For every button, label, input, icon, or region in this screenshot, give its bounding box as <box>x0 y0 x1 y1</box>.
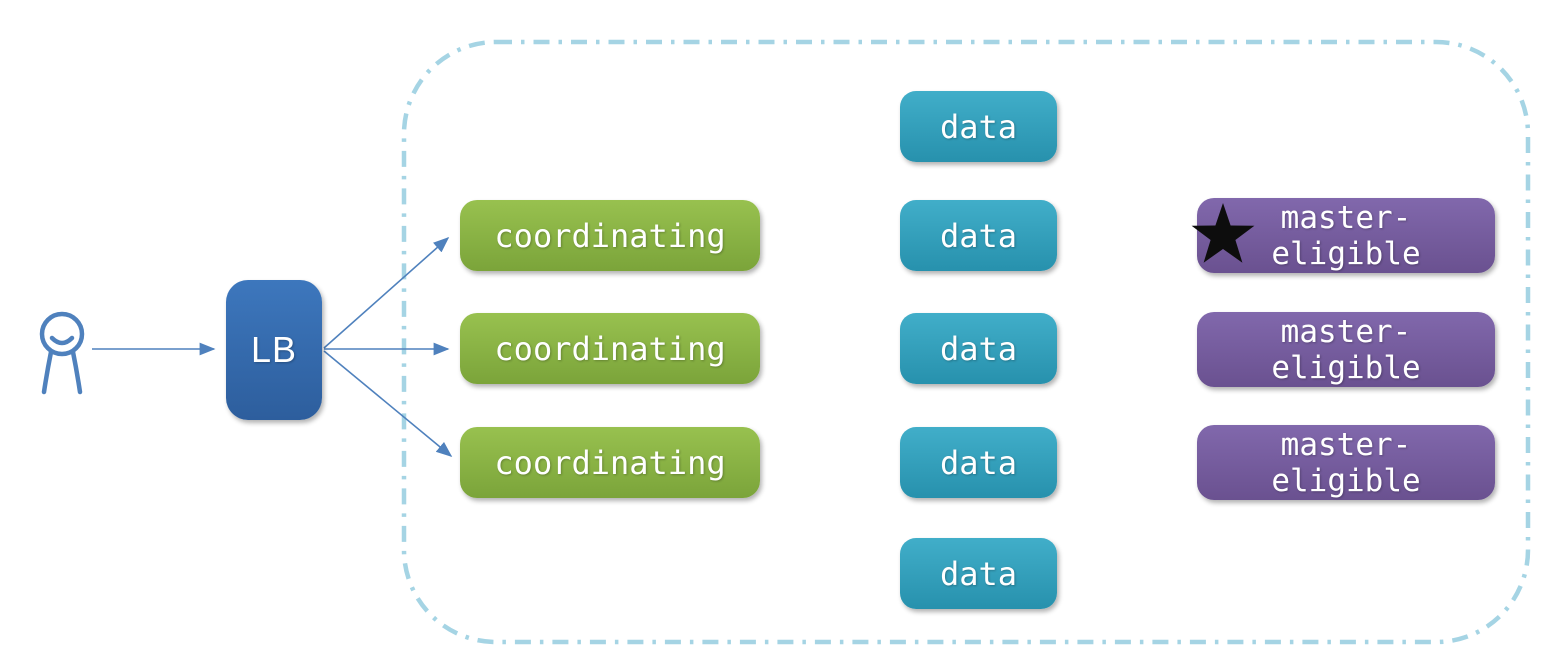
coordinating-node-label: coordinating <box>494 216 726 255</box>
data-node-4: data <box>900 427 1057 498</box>
coordinating-node-1: coordinating <box>460 200 760 271</box>
data-node-1: data <box>900 91 1057 162</box>
coordinating-node-label: coordinating <box>494 443 726 482</box>
data-node-2: data <box>900 200 1057 271</box>
lb-to-coordinating-3-arrow <box>323 350 453 458</box>
coordinating-node-2: coordinating <box>460 313 760 384</box>
master-eligible-node-3: master- eligible <box>1197 425 1495 500</box>
load-balancer-node: LB <box>226 280 322 420</box>
lb-to-coordinating-1-arrow <box>323 236 450 349</box>
star-icon <box>1191 203 1255 263</box>
data-node-3: data <box>900 313 1057 384</box>
master-eligible-node-2: master- eligible <box>1197 312 1495 387</box>
data-node-label: data <box>939 216 1018 255</box>
coordinating-node-label: coordinating <box>494 329 726 368</box>
master-eligible-label: master- eligible <box>1271 199 1421 272</box>
data-node-label: data <box>939 554 1018 593</box>
data-node-label: data <box>939 107 1018 146</box>
master-eligible-label: master- eligible <box>1271 313 1421 386</box>
data-node-5: data <box>900 538 1057 609</box>
master-eligible-node-1: master- eligible <box>1191 198 1495 273</box>
coordinating-node-3: coordinating <box>460 427 760 498</box>
load-balancer-label: LB <box>250 329 298 370</box>
person-icon <box>39 311 85 395</box>
data-node-label: data <box>939 329 1018 368</box>
master-eligible-label: master- eligible <box>1271 426 1421 499</box>
data-node-label: data <box>939 443 1018 482</box>
